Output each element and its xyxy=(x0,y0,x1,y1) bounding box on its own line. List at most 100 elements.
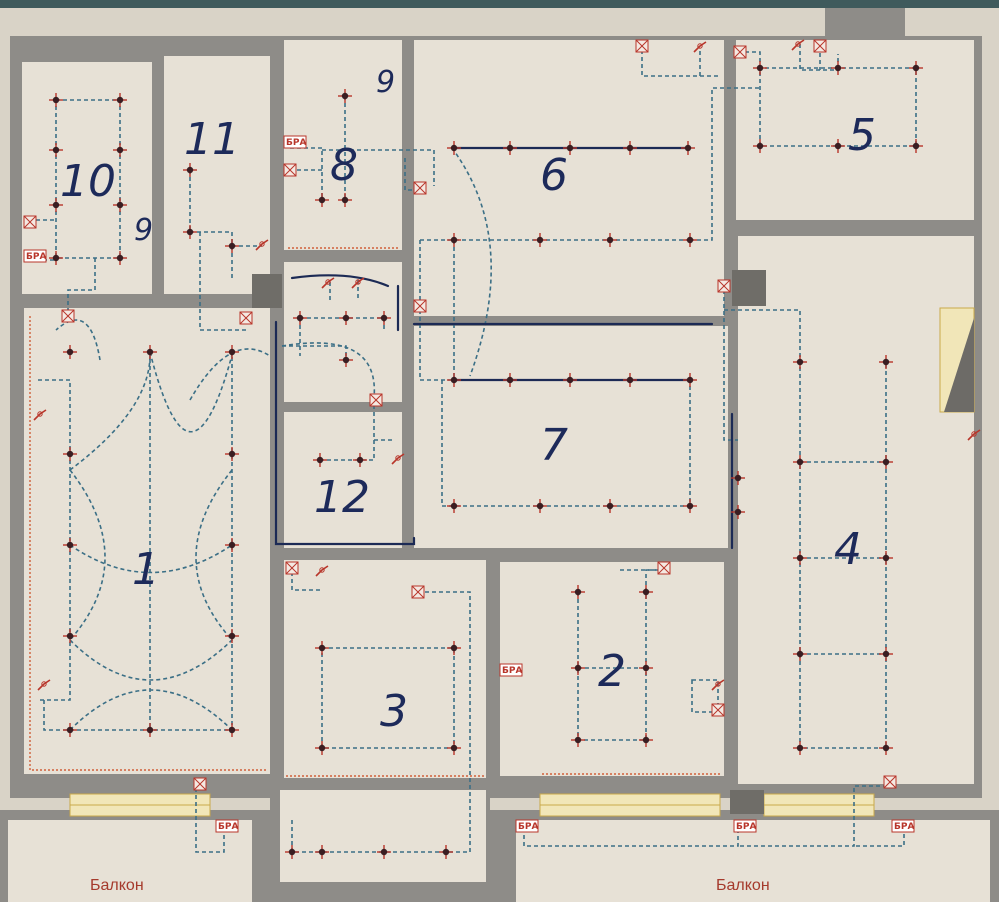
bra-label: БРА xyxy=(894,822,914,832)
sconce-icon: БРА xyxy=(283,135,307,149)
ceiling-light-icon xyxy=(571,733,585,747)
ceiling-light-icon xyxy=(639,661,653,675)
room-3 xyxy=(284,560,486,778)
ceiling-light-icon xyxy=(879,551,893,565)
room-number-12: 12 xyxy=(314,472,370,523)
socket-icon xyxy=(657,561,671,575)
ceiling-light-icon xyxy=(447,641,461,655)
ceiling-light-icon xyxy=(315,641,329,655)
sconce-icon: БРА xyxy=(215,819,239,833)
ceiling-light-icon xyxy=(603,499,617,513)
room-number-1: 1 xyxy=(132,544,160,595)
room-12 xyxy=(284,412,402,548)
ceiling-light-icon xyxy=(447,233,461,247)
ceiling-light-icon xyxy=(113,198,127,212)
windows xyxy=(69,307,975,817)
socket-icon xyxy=(61,309,75,323)
socket-icon xyxy=(635,39,649,53)
ceiling-light-icon xyxy=(183,163,197,177)
ceiling-light-icon xyxy=(439,845,453,859)
socket-icon xyxy=(733,45,747,59)
ceiling-light-icon xyxy=(339,311,353,325)
ceiling-light-icon xyxy=(63,447,77,461)
balcony-label-left: Балкон xyxy=(90,877,144,894)
ceiling-light-icon xyxy=(563,373,577,387)
ceiling-light-icon xyxy=(879,741,893,755)
ceiling-light-icon xyxy=(681,141,695,155)
switch-icon xyxy=(967,429,981,441)
ceiling-light-icon xyxy=(447,499,461,513)
ceiling-light-icon xyxy=(113,93,127,107)
switch-icon xyxy=(391,453,405,465)
ceiling-light-icon xyxy=(353,453,367,467)
sconce-icon: БРА xyxy=(891,819,915,833)
ceiling-light-icon xyxy=(225,345,239,359)
switch-icon xyxy=(315,565,329,577)
ceiling-light-icon xyxy=(225,723,239,737)
ceiling-light-icon xyxy=(571,585,585,599)
ceiling-light-icon xyxy=(338,89,352,103)
room-6 xyxy=(414,40,724,316)
ceiling-light-icon xyxy=(639,585,653,599)
socket-icon xyxy=(411,585,425,599)
ceiling-light-icon xyxy=(447,741,461,755)
ceiling-light-icon xyxy=(315,193,329,207)
ceiling-light-icon xyxy=(225,239,239,253)
ceiling-light-icon xyxy=(879,455,893,469)
ceiling-light-icon xyxy=(793,455,807,469)
room-number-4: 4 xyxy=(834,524,862,575)
sconce-labels: БРА БРА БРА БРА БРА БРА БРА xyxy=(23,135,915,833)
ceiling-light-icon xyxy=(447,141,461,155)
baseboard-marks xyxy=(29,247,722,777)
ceiling-light-icon xyxy=(683,499,697,513)
ceiling-light-icon xyxy=(753,61,767,75)
ceiling-light-icon xyxy=(831,139,845,153)
rooms xyxy=(8,40,990,902)
socket-icon xyxy=(23,215,37,229)
ceiling-light-icon xyxy=(563,141,577,155)
ceiling-light-icon xyxy=(49,251,63,265)
ceiling-light-icon xyxy=(49,93,63,107)
switch-icon xyxy=(693,41,707,53)
ceiling-light-icon xyxy=(113,251,127,265)
ceiling-light-icon xyxy=(225,538,239,552)
ceiling-light-icon xyxy=(623,373,637,387)
room-hall-bottom xyxy=(280,790,486,882)
bra-label: БРА xyxy=(518,822,538,832)
bra-label: БРА xyxy=(26,252,46,262)
ceiling-light-icon xyxy=(313,453,327,467)
socket-icon xyxy=(883,775,897,789)
bra-label: БРА xyxy=(502,666,522,676)
ceiling-light-icon xyxy=(315,741,329,755)
ceiling-light-icon xyxy=(909,139,923,153)
room-number-9: 9 xyxy=(376,65,395,100)
ceiling-light-icon xyxy=(731,471,745,485)
socket-icon xyxy=(193,777,207,791)
switch-icon xyxy=(255,239,269,251)
ceiling-light-icon xyxy=(793,741,807,755)
socket-icon xyxy=(239,311,253,325)
ceiling-light-icon xyxy=(63,629,77,643)
switch-icon xyxy=(37,679,51,691)
ceiling-light-icon xyxy=(285,845,299,859)
switch-icon xyxy=(791,39,805,51)
room-5 xyxy=(736,40,974,220)
bra-label: БРА xyxy=(736,822,756,832)
socket-icon xyxy=(413,299,427,313)
socket-icon xyxy=(413,181,427,195)
ceiling-light-icon xyxy=(63,538,77,552)
ceiling-light-icon xyxy=(377,845,391,859)
socket-icon xyxy=(813,39,827,53)
ceiling-light-icon xyxy=(571,661,585,675)
ceiling-light-icon xyxy=(447,373,461,387)
ceiling-light-icon xyxy=(793,647,807,661)
ceiling-light-icon xyxy=(293,311,307,325)
room-4 xyxy=(738,236,974,784)
ceiling-light-icon xyxy=(831,61,845,75)
bra-label: БРА xyxy=(286,138,306,148)
ceiling-light-icon xyxy=(225,629,239,643)
ceiling-light-icon xyxy=(533,499,547,513)
socket-icon xyxy=(717,279,731,293)
balcony-left xyxy=(8,820,252,902)
